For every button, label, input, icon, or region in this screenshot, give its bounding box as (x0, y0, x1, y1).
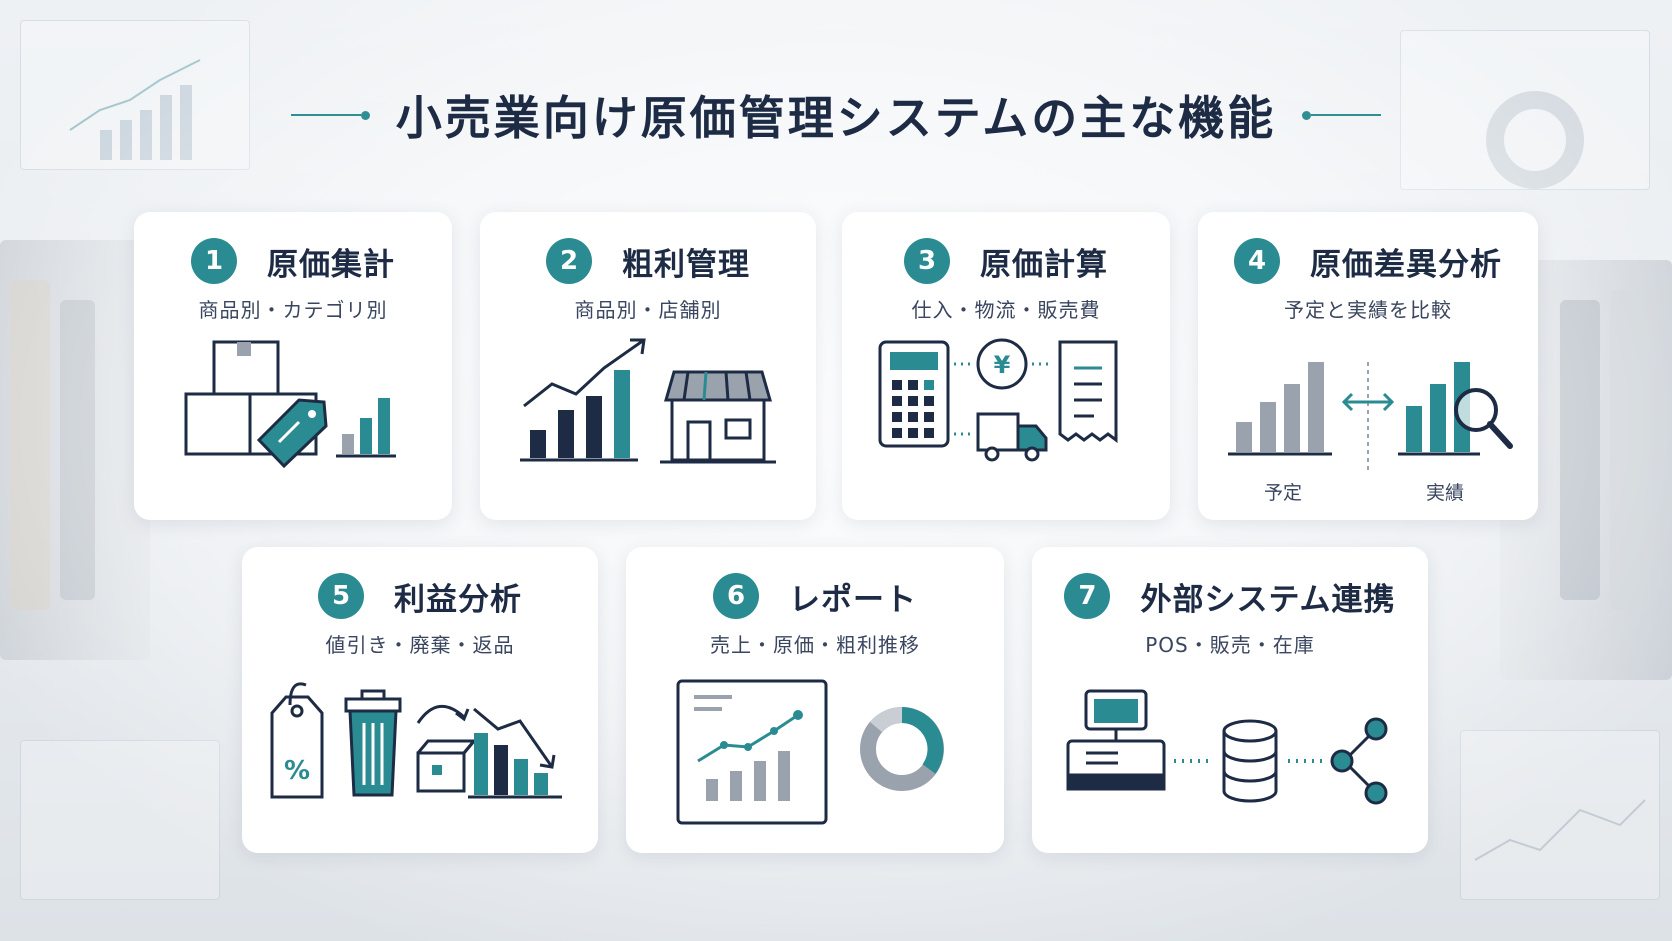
plan-label: 予定 (1264, 482, 1303, 504)
feature-card-cost-calculation: 3 原価計算 仕入・物流・販売費 ¥ (842, 212, 1170, 520)
compare-arrow-icon (1341, 392, 1395, 412)
store-icon (660, 370, 776, 464)
pos-terminal-icon (1066, 689, 1166, 791)
feature-title: 外部システム連携 (1140, 581, 1396, 618)
feature-card-profit-analysis: 5 利益分析 値引き・廃棄・返品 % (242, 547, 598, 853)
feature-subtitle: 商品別・店舗別 (574, 298, 722, 322)
feature-number-badge: 1 (191, 238, 237, 284)
feature-title: 原価計算 (980, 246, 1108, 283)
feature-title: レポート (789, 581, 917, 618)
feature-title: 利益分析 (394, 581, 522, 618)
feature-card-variance-analysis: 4 原価差異分析 予定と実績を比較 予定 実績 (1198, 212, 1538, 520)
cost-calculation-illustration: ¥ (878, 338, 1118, 462)
feature-subtitle: 商品別・カテゴリ別 (198, 298, 388, 322)
plan-bars-icon (1228, 362, 1332, 456)
yen-coin-icon: ¥ (976, 338, 1028, 390)
declining-chart-icon (468, 707, 562, 799)
feature-number-badge: 6 (713, 573, 759, 619)
truck-icon (976, 412, 1048, 462)
feature-subtitle: POS・販売・在庫 (1145, 633, 1315, 657)
discount-tag-icon: % (270, 682, 324, 799)
feature-title: 原価差異分析 (1310, 246, 1502, 283)
actual-label: 実績 (1426, 482, 1465, 504)
receipt-icon (1058, 340, 1118, 443)
profit-analysis-illustration: % (270, 682, 562, 799)
share-network-icon (1330, 717, 1388, 805)
feature-card-reports: 6 レポート 売上・原価・粗利推移 (626, 547, 1004, 853)
title-row: 小売業向け原価管理システムの主な機能 (0, 80, 1672, 150)
external-integration-illustration (1066, 689, 1388, 805)
feature-title: 粗利管理 (622, 246, 750, 283)
growth-chart-icon (520, 338, 646, 462)
feature-card-gross-profit: 2 粗利管理 商品別・店舗別 (480, 212, 816, 520)
feature-subtitle: 予定と実績を比較 (1284, 298, 1452, 322)
variance-analysis-illustration (1228, 362, 1513, 472)
feature-number-badge: 5 (318, 573, 364, 619)
gross-profit-illustration (520, 338, 776, 464)
report-dashboard-icon (676, 679, 828, 825)
donut-chart-icon (860, 706, 944, 791)
feature-subtitle: 売上・原価・粗利推移 (710, 633, 920, 657)
title-right-decoration (1302, 110, 1382, 120)
title-left-decoration (290, 110, 370, 120)
feature-card-external-integration: 7 外部システム連携 POS・販売・在庫 (1032, 547, 1428, 853)
calculator-icon (878, 340, 950, 448)
price-tag-icon (256, 398, 328, 469)
svg-text:%: % (284, 756, 310, 786)
feature-title: 原価集計 (267, 246, 395, 283)
feature-subtitle: 仕入・物流・販売費 (911, 298, 1101, 322)
feature-card-cost-aggregation: 1 原価集計 商品別・カテゴリ別 (134, 212, 452, 520)
page-title: 小売業向け原価管理システムの主な機能 (395, 91, 1277, 145)
bar-chart-icon (336, 398, 396, 458)
feature-number-badge: 3 (904, 238, 950, 284)
feature-subtitle: 値引き・廃棄・返品 (325, 633, 515, 657)
cost-aggregation-illustration (184, 340, 396, 469)
feature-number-badge: 4 (1234, 238, 1280, 284)
return-box-icon (416, 705, 478, 793)
trash-icon (344, 689, 402, 797)
feature-number-badge: 2 (546, 238, 592, 284)
svg-text:¥: ¥ (994, 351, 1011, 379)
reports-illustration (676, 679, 944, 825)
database-icon (1222, 719, 1278, 803)
feature-number-badge: 7 (1064, 573, 1111, 619)
magnifier-icon (1454, 388, 1513, 449)
